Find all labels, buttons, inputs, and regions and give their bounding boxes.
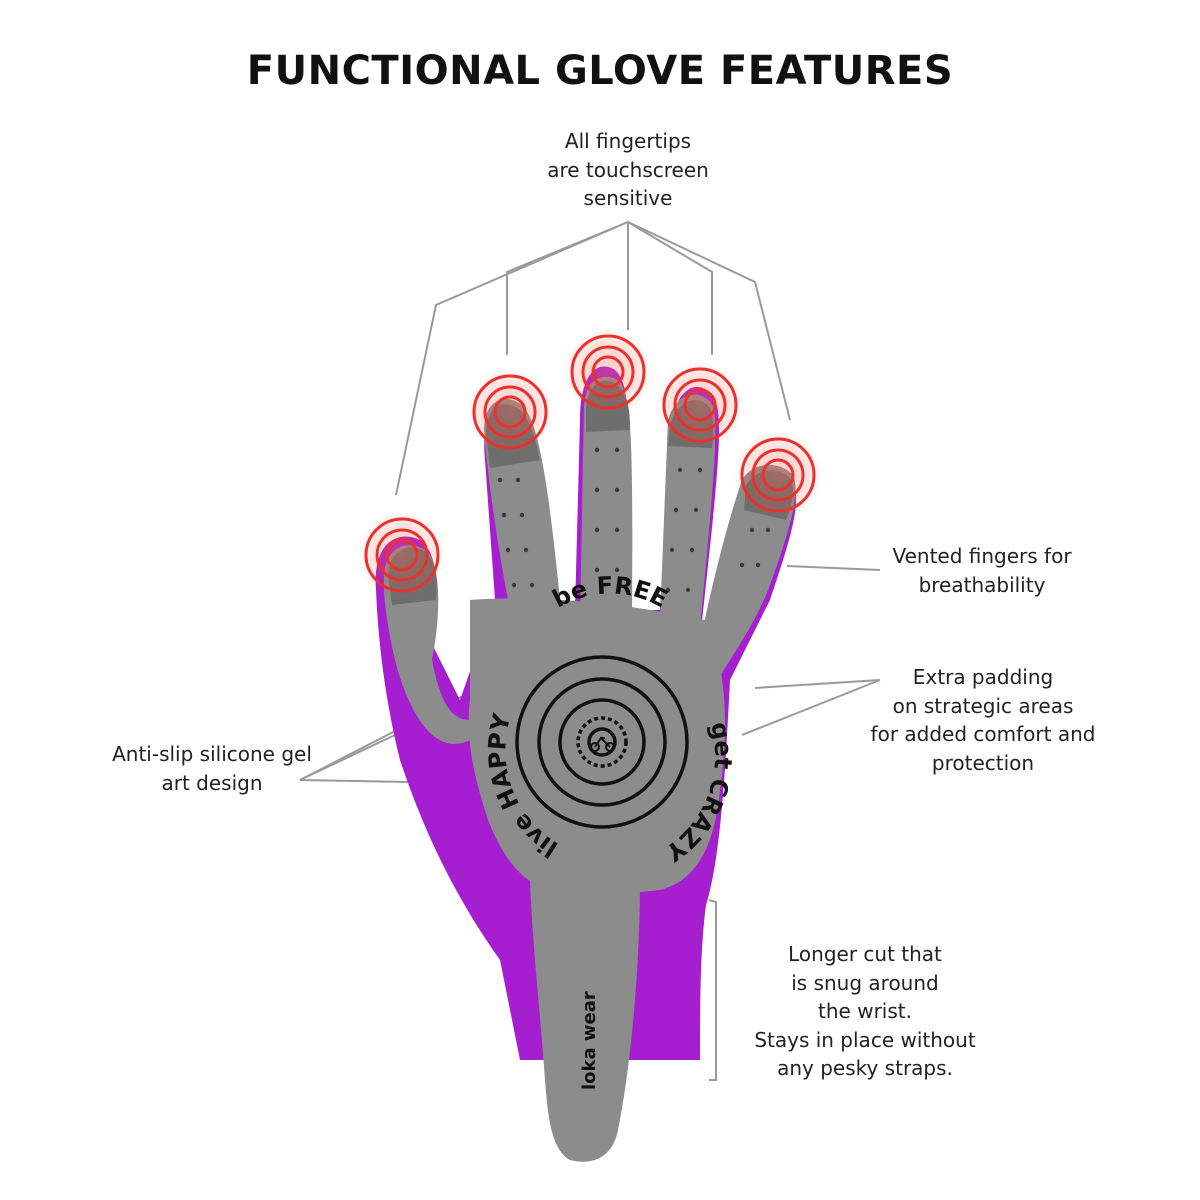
callout-padding: Extra padding on strategic areas for add… xyxy=(870,665,1096,775)
touch-ring-ring xyxy=(656,361,744,449)
brand-text: loka wear xyxy=(579,991,600,1090)
touch-ring-thumb xyxy=(358,511,446,599)
touch-ring-middle xyxy=(564,328,652,416)
callout-fingertips: All fingertips are touchscreen sensitive xyxy=(547,129,709,210)
touch-ring-index xyxy=(466,368,554,456)
callout-cut: Longer cut that is snug around the wrist… xyxy=(754,942,976,1080)
silicone-spiral-design xyxy=(515,655,689,829)
callout-vented: Vented fingers for breathability xyxy=(892,544,1072,597)
vent-holes xyxy=(497,447,771,593)
bike-icon xyxy=(590,736,615,752)
touch-ring-pinky xyxy=(734,431,822,519)
page-title: FUNCTIONAL GLOVE FEATURES xyxy=(246,48,954,94)
callout-antislip: Anti-slip silicone gel art design xyxy=(112,742,312,795)
touchscreen-indicators xyxy=(358,328,822,599)
